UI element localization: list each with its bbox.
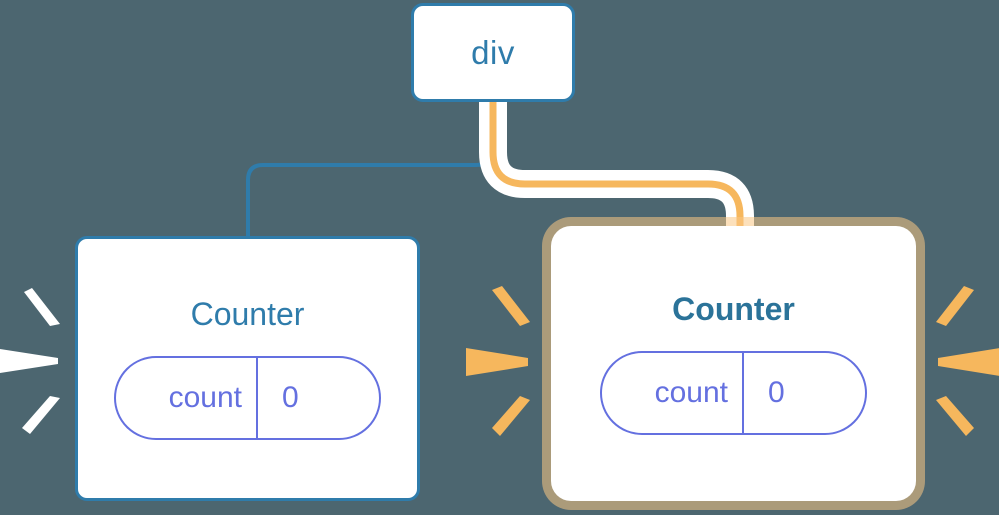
node-counter-right-label: Counter <box>672 290 795 327</box>
edge-root-to-counter-left <box>246 101 493 236</box>
prop-divider-left <box>256 357 258 438</box>
node-counter-left[interactable]: Counter count 0 <box>75 236 420 501</box>
edge-root-to-counter-right <box>489 101 744 245</box>
edge-root-to-counter-right-halo <box>479 101 754 245</box>
node-counter-right[interactable]: Counter count 0 <box>551 226 916 501</box>
node-div-label: div <box>471 34 515 71</box>
node-counter-left-label: Counter <box>190 295 305 332</box>
prop-pill-count-right: count 0 <box>600 350 867 435</box>
prop-key-count-left: count <box>168 380 242 414</box>
prop-value-count-left: 0 <box>282 380 299 414</box>
prop-divider-right <box>742 352 744 433</box>
node-div[interactable]: div <box>411 3 575 102</box>
prop-pill-count-left: count 0 <box>114 355 381 440</box>
prop-value-count-right: 0 <box>768 375 785 409</box>
prop-key-count-right: count <box>654 375 728 409</box>
